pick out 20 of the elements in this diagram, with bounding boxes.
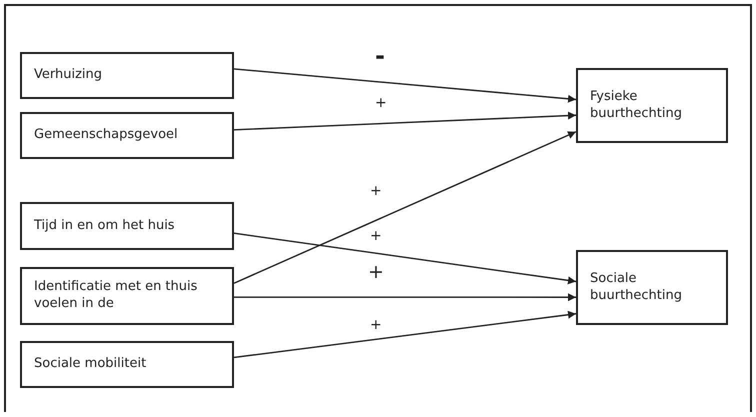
arrow bbox=[234, 68, 576, 103]
box-label: Identificatie met en thuis voelen in de bbox=[34, 279, 198, 313]
box-label: Verhuizing bbox=[34, 67, 102, 84]
arrow bbox=[234, 293, 576, 302]
box-label: Sociale mobiliteit bbox=[34, 356, 146, 373]
box-label: Sociale buurthechting bbox=[590, 270, 683, 304]
text-box bbox=[20, 202, 234, 250]
box-label: Tijd in en om het huis bbox=[34, 218, 175, 234]
text-box bbox=[20, 341, 234, 388]
arrow bbox=[234, 112, 576, 131]
arrow bbox=[234, 232, 576, 284]
text-box bbox=[20, 112, 234, 159]
text-box bbox=[20, 267, 234, 325]
box-label: Fysieke buurthechting bbox=[590, 88, 683, 122]
arrow bbox=[234, 310, 576, 358]
text-box bbox=[20, 52, 234, 99]
text-box bbox=[576, 68, 728, 143]
arrow bbox=[234, 131, 576, 284]
text-box bbox=[576, 250, 728, 325]
box-label: Gemeenschapsgevoel bbox=[34, 127, 178, 144]
